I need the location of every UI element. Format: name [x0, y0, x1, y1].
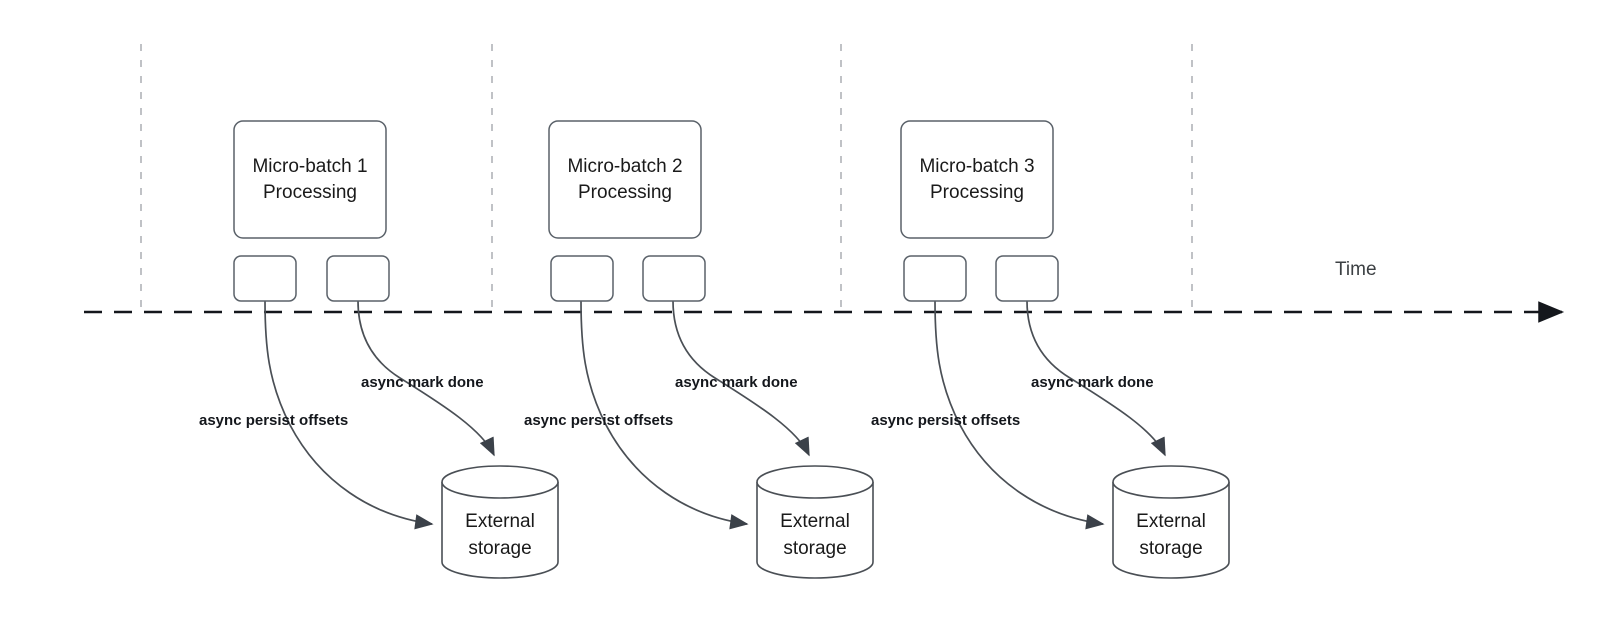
- persist-offsets-edge-3: [934, 300, 1105, 530]
- timeline-label: Time: [1335, 259, 1377, 280]
- micro-batch-2-group: Micro-batch 2 Processing External storag…: [524, 120, 874, 579]
- mark-done-edge-1: [357, 300, 495, 457]
- micro-batch-3-box-label-line1: Micro-batch 3: [919, 156, 1034, 177]
- mark-done-label-3: async mark done: [1031, 374, 1154, 391]
- micro-batch-1-box-label-line2: Processing: [263, 182, 357, 203]
- micro-batch-2-box-label-line1: Micro-batch 2: [567, 156, 682, 177]
- mark-done-label-1: async mark done: [361, 374, 484, 391]
- micro-batch-1-task-box-right[interactable]: [326, 255, 390, 302]
- persist-offsets-label-1: async persist offsets: [199, 412, 348, 429]
- micro-batch-3-task-box-right[interactable]: [995, 255, 1059, 302]
- persist-offsets-label-2: async persist offsets: [524, 412, 673, 429]
- external-storage-cylinder-2[interactable]: [756, 465, 874, 579]
- guide-lines: [140, 44, 1193, 312]
- micro-batch-2-connectors: [580, 300, 810, 530]
- mark-done-edge-2: [672, 300, 810, 457]
- mark-done-edge-3: [1026, 300, 1166, 457]
- micro-batch-3-box[interactable]: [900, 120, 1054, 239]
- micro-batch-2-box-label-line2: Processing: [578, 182, 672, 203]
- micro-batch-3-task-box-left[interactable]: [903, 255, 967, 302]
- micro-batch-3-box-label-line2: Processing: [930, 182, 1024, 203]
- external-storage-1-label-line1: External: [465, 511, 535, 532]
- persist-offsets-edge-2: [580, 300, 749, 530]
- external-storage-2-label-line2: storage: [783, 538, 846, 559]
- micro-batch-1-box[interactable]: [233, 120, 387, 239]
- micro-batch-1-group: Micro-batch 1 Processing External storag…: [199, 120, 559, 579]
- external-storage-3-label-line2: storage: [1139, 538, 1202, 559]
- mark-done-label-2: async mark done: [675, 374, 798, 391]
- external-storage-3-label-line1: External: [1136, 511, 1206, 532]
- micro-batch-1-connectors: [264, 300, 495, 530]
- micro-batch-1-task-box-left[interactable]: [233, 255, 297, 302]
- micro-batch-3-group: Micro-batch 3 Processing External storag…: [871, 120, 1230, 579]
- external-storage-cylinder-1[interactable]: [441, 465, 559, 579]
- micro-batch-2-task-box-left[interactable]: [550, 255, 614, 302]
- external-storage-cylinder-3[interactable]: [1112, 465, 1230, 579]
- micro-batch-2-task-box-right[interactable]: [642, 255, 706, 302]
- external-storage-1-label-line2: storage: [468, 538, 531, 559]
- micro-batch-2-box[interactable]: [548, 120, 702, 239]
- external-storage-2-label-line1: External: [780, 511, 850, 532]
- persist-offsets-edge-1: [264, 300, 434, 530]
- persist-offsets-label-3: async persist offsets: [871, 412, 1020, 429]
- micro-batch-1-box-label-line1: Micro-batch 1: [252, 156, 367, 177]
- micro-batch-3-connectors: [934, 300, 1166, 530]
